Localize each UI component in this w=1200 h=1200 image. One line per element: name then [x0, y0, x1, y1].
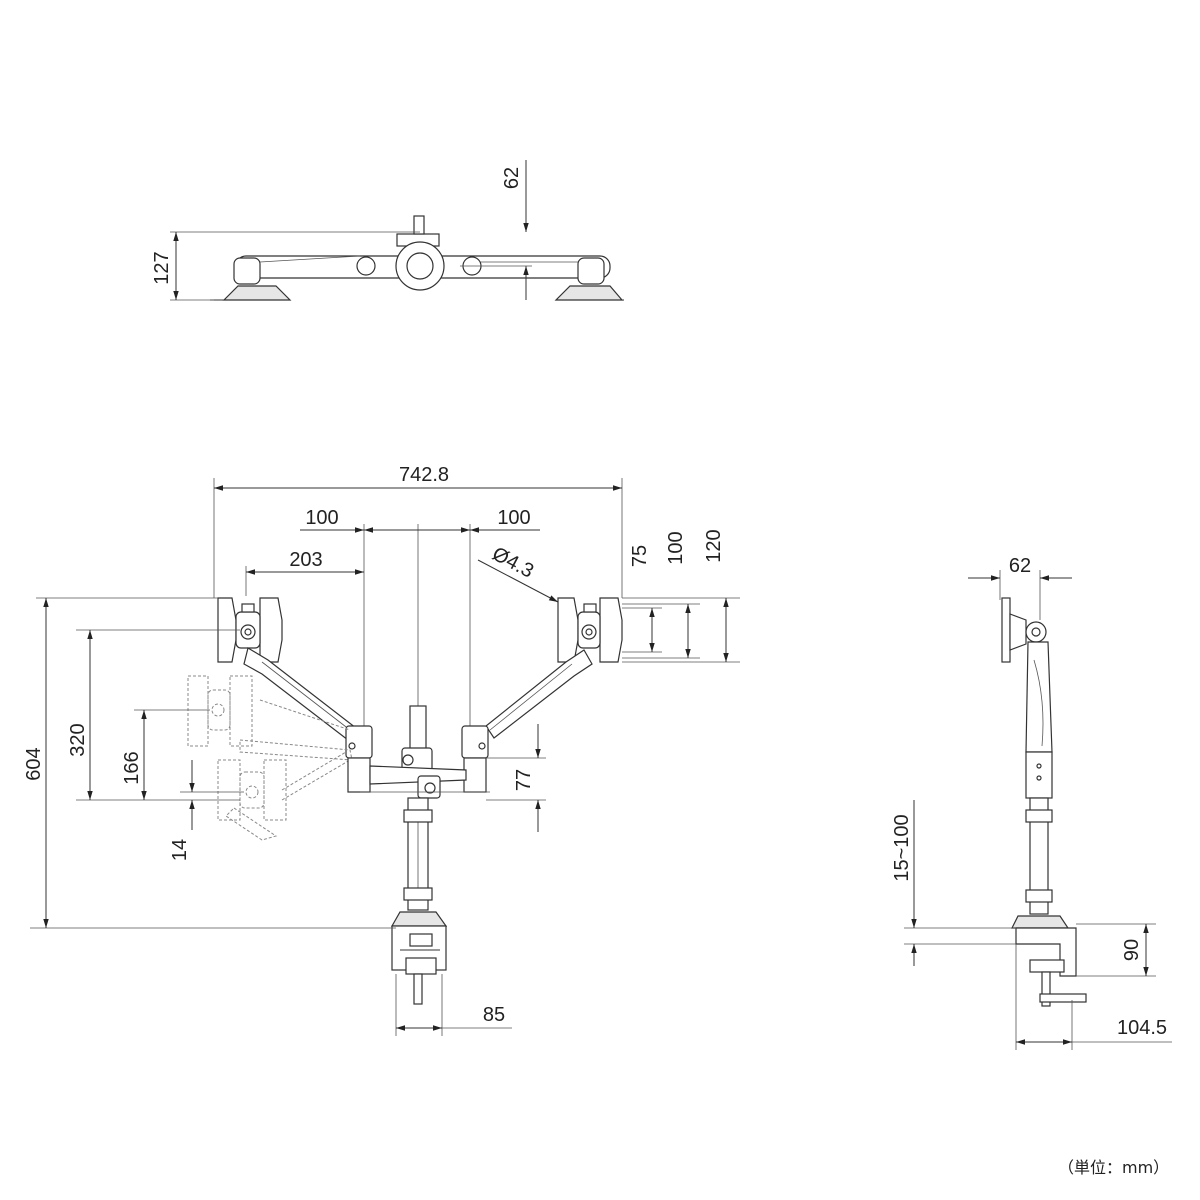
side-arm [1025, 641, 1053, 753]
vesa-plate-right-a [557, 597, 579, 663]
arm-left-joint [345, 725, 373, 759]
dim-77: 77 [513, 769, 535, 791]
dim-side-62: 62 [1009, 555, 1031, 577]
clamp-screw [413, 973, 423, 1005]
crossbar-left-block [347, 757, 371, 793]
top-view: 127 62 [151, 160, 624, 301]
side-view: 62 15~100 90 [891, 555, 1172, 1050]
top-plate-left [222, 285, 292, 301]
top-head-left [233, 257, 261, 285]
clamp-top [390, 911, 448, 927]
dim-vesa-100: 100 [665, 531, 687, 564]
unit-label: （単位：mm） [1058, 1158, 1170, 1177]
dim-85: 85 [483, 1004, 505, 1026]
dim-desk-range: 15~100 [891, 814, 913, 881]
dim-side-104: 104.5 [1117, 1017, 1167, 1039]
dim-top-62: 62 [501, 167, 523, 189]
dim-100-right: 100 [497, 507, 530, 529]
side-clamp-screw [1041, 971, 1051, 1007]
dim-hole: Ø4.3 [489, 543, 538, 583]
dim-742: 742.8 [399, 464, 449, 486]
dim-side-90: 90 [1121, 939, 1143, 961]
dim-203: 203 [289, 549, 322, 571]
side-clamp-handle [1039, 993, 1087, 1003]
dim-vesa-75: 75 [629, 545, 651, 567]
top-head-right [577, 257, 605, 285]
dim-top-127: 127 [151, 251, 173, 284]
vesa-plate-right-b [599, 597, 623, 663]
arm-right-upper [485, 649, 593, 739]
clamp-jaw [405, 957, 437, 975]
side-vesa-plate [1001, 597, 1011, 663]
dim-100-left: 100 [305, 507, 338, 529]
side-hub [1025, 751, 1053, 799]
side-clamp-top [1011, 915, 1070, 929]
dim-vesa-120: 120 [703, 529, 725, 562]
center-pole-top [409, 705, 427, 753]
side-pole [1029, 797, 1049, 915]
dim-320: 320 [67, 723, 89, 756]
front-view: 742.8 100 100 203 Ø4.3 [23, 464, 740, 1036]
crossbar [369, 765, 467, 785]
arm-right-joint [461, 725, 489, 759]
crossbar-right-block [463, 757, 487, 793]
dim-166: 166 [121, 751, 143, 784]
dim-604: 604 [23, 747, 45, 780]
side-clamp-jaw [1029, 959, 1065, 973]
ghost-positions [187, 675, 353, 841]
dim-14: 14 [169, 839, 191, 861]
arm-left-upper [243, 647, 357, 741]
vesa-plate-left-b [259, 597, 283, 663]
top-pole [413, 215, 425, 235]
top-plate-right [554, 285, 624, 301]
